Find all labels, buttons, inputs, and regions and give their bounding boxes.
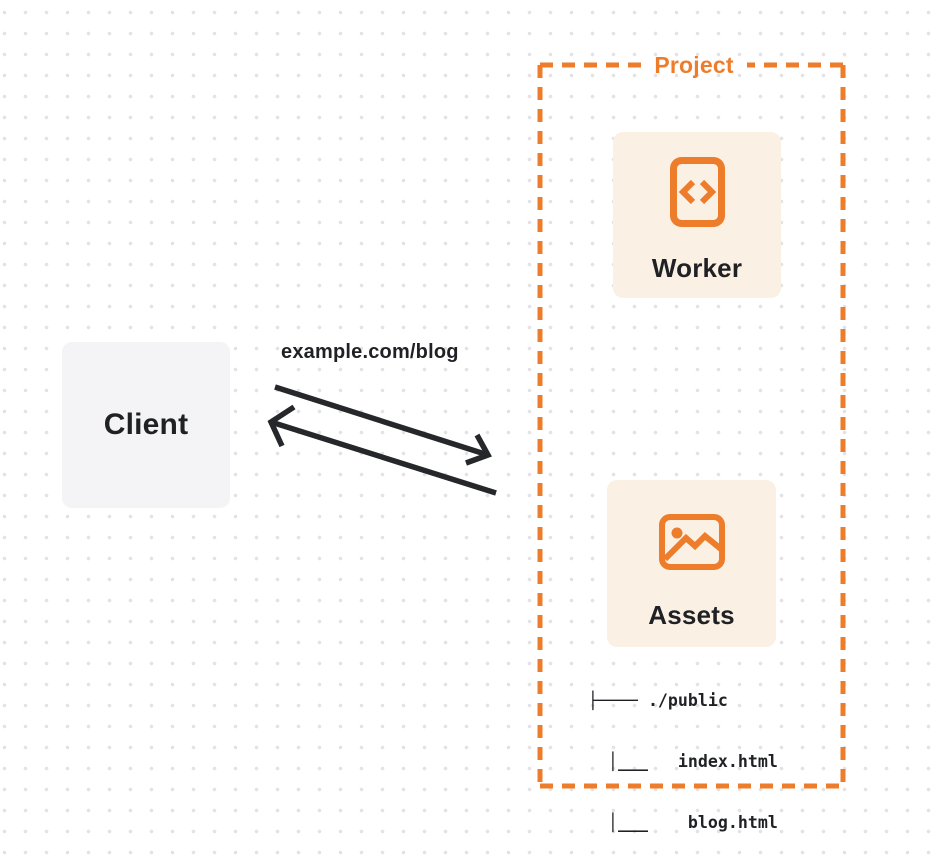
project-label: Project [654, 52, 734, 78]
response-arrow-head [267, 404, 296, 448]
code-icon [669, 157, 725, 227]
file-tree-line: ├──── ./public [588, 690, 728, 710]
request-url-label: example.com/blog [281, 341, 459, 363]
file-tree-line: │___ blog.html [588, 813, 778, 833]
assets-file-tree: ├──── ./public │___ index.html │___ blog… [588, 650, 778, 860]
request-arrow-head [465, 433, 492, 466]
file-tree-line: │___ index.html [588, 752, 778, 772]
project-dashed-border [537, 62, 846, 789]
request-response-arrows [267, 384, 497, 496]
image-icon [658, 514, 725, 570]
response-arrow-line [270, 419, 497, 496]
client-node: Client [62, 342, 230, 508]
worker-node: Worker [613, 132, 781, 298]
client-label: Client [103, 408, 189, 441]
assets-node: Assets [607, 480, 776, 647]
request-arrow-line [274, 384, 489, 458]
assets-label: Assets [648, 600, 735, 630]
worker-label: Worker [651, 253, 743, 283]
